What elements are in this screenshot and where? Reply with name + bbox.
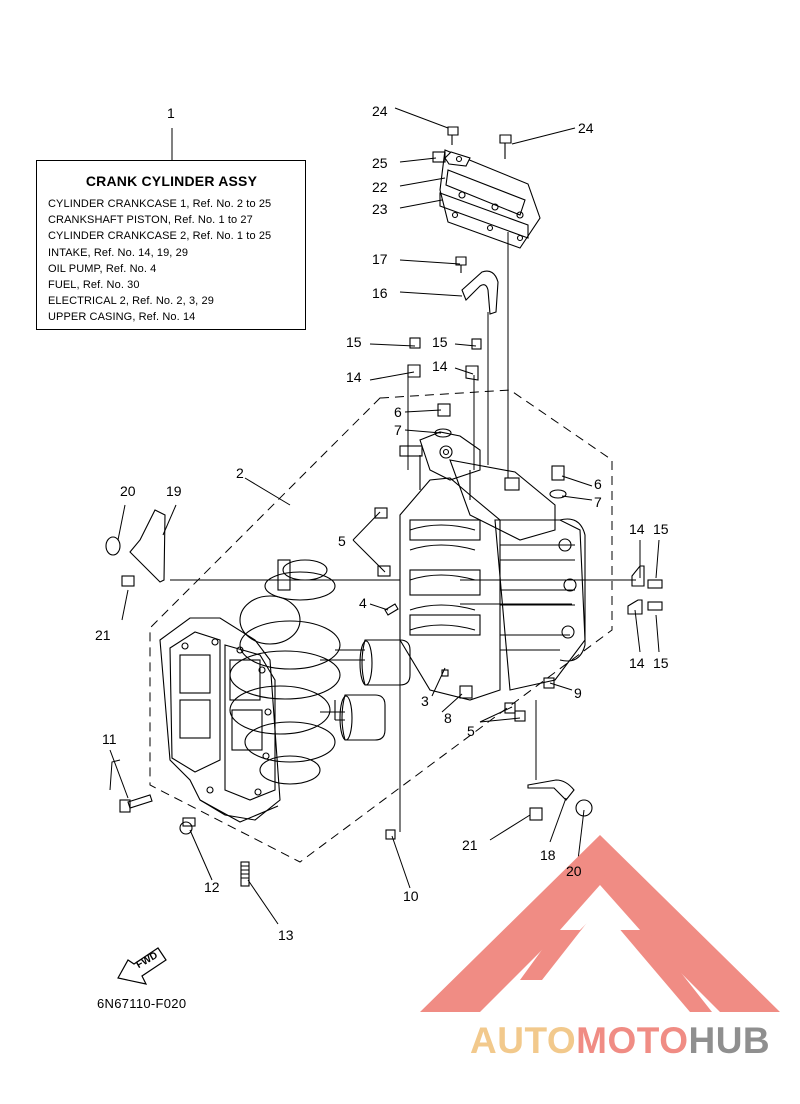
callout-label: 4 [359, 595, 367, 611]
callout-label: 14 [432, 358, 448, 374]
callout-label: 14 [629, 521, 645, 537]
callout-label: 20 [566, 863, 582, 879]
callout-label: 11 [102, 731, 117, 747]
callout-label: 16 [372, 285, 388, 301]
watermark-logo-icon [420, 835, 780, 1012]
callout-label: 5 [338, 533, 346, 549]
callout-label: 6 [394, 404, 402, 420]
callout-label: 21 [462, 837, 478, 853]
callout-label: 15 [653, 521, 669, 537]
assembly-line: UPPER CASING, Ref. No. 14 [48, 311, 196, 324]
upper-cover-assembly [407, 126, 541, 381]
watermark-part-hub: HUB [688, 1020, 771, 1061]
assembly-line: CYLINDER CRANKCASE 2, Ref. No. 1 to 25 [48, 230, 272, 243]
callout-label: 9 [574, 685, 582, 701]
crankcase-dashed-outline [149, 389, 613, 863]
callout-label: 19 [166, 483, 182, 499]
assembly-title: CRANK CYLINDER ASSY [85, 173, 258, 189]
watermark-text: AUTOMOTOHUB [470, 1020, 770, 1062]
callout-label: 12 [204, 879, 220, 895]
callout-label: 7 [394, 422, 402, 438]
small-parts [105, 403, 663, 887]
callout-label: 2 [236, 465, 244, 481]
callout-label: 3 [421, 693, 429, 709]
callout-label: 14 [629, 655, 645, 671]
callout-label: 15 [346, 334, 362, 350]
callout-label: 6 [594, 476, 602, 492]
callout-label: 8 [444, 710, 452, 726]
assembly-line: CYLINDER CRANKCASE 1, Ref. No. 2 to 25 [48, 198, 272, 210]
callout-label: 25 [372, 155, 388, 171]
callout-label: 10 [403, 888, 419, 904]
callout-label: 7 [594, 494, 602, 510]
assembly-line: CRANKSHAFT PISTON, Ref. No. 1 to 27 [48, 214, 253, 227]
watermark-part-moto: MOTO [576, 1020, 689, 1061]
callout-label: 1 [167, 105, 175, 121]
callout-label: 17 [372, 251, 388, 267]
callout-label: 18 [540, 847, 556, 863]
callout-label: 22 [372, 179, 388, 195]
assembly-line: FUEL, Ref. No. 30 [48, 279, 140, 292]
callout-label: 14 [346, 369, 362, 385]
assembly-line: INTAKE, Ref. No. 14, 19, 29 [48, 246, 189, 259]
callout-label: 5 [467, 723, 475, 739]
fwd-arrow-icon [117, 947, 167, 985]
callout-label: 13 [278, 927, 294, 943]
callout-label: 24 [372, 103, 388, 119]
drawing-code: 6N67110-F020 [97, 996, 187, 1011]
diagram-linework [109, 107, 660, 925]
callout-label: 15 [653, 655, 669, 671]
assembly-reference-box: CRANK CYLINDER ASSY CYLINDER CRANKCASE 1… [36, 160, 306, 330]
callout-label: 24 [578, 120, 594, 136]
callout-label: 15 [432, 334, 448, 350]
crankcase-body [399, 431, 586, 701]
assembly-line: ELECTRICAL 2, Ref. No. 2, 3, 29 [48, 295, 214, 308]
watermark-part-auto: AUTO [470, 1020, 577, 1061]
cylinder-block-front [159, 617, 281, 823]
assembly-line: OIL PUMP, Ref. No. 4 [48, 262, 157, 275]
callout-label: 21 [95, 627, 111, 643]
callout-label: 23 [372, 201, 388, 217]
callout-label: 20 [120, 483, 136, 499]
